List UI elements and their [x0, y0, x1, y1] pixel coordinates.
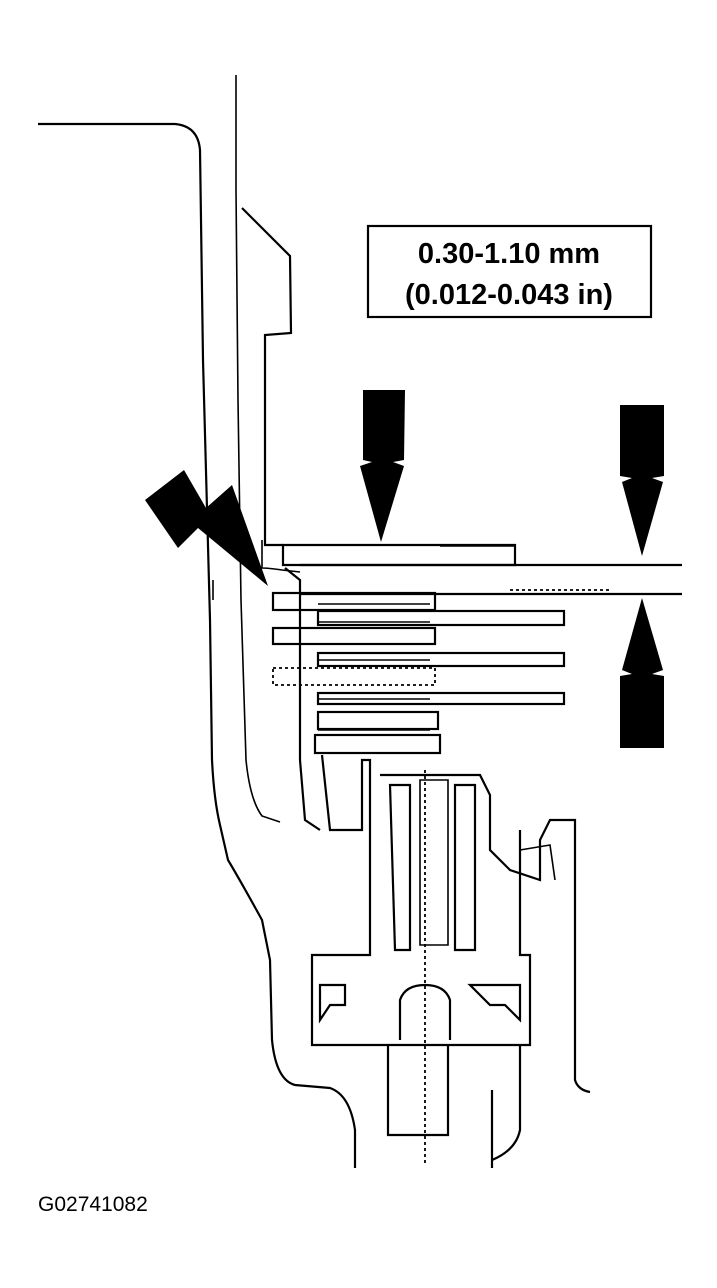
- snap-ring: [300, 563, 682, 596]
- housing-inner-profile: [241, 207, 321, 831]
- pressure-plate: [281, 543, 517, 567]
- spec-label-metric: 0.30-1.10 mm: [418, 238, 600, 270]
- figure-id: G02741082: [38, 1193, 148, 1216]
- housing-outer-wall: [38, 75, 357, 1168]
- clutch-plate-stack: [271, 591, 566, 755]
- clearance-spec-label: 0.30-1.10 mm (0.012-0.043 in): [366, 224, 653, 319]
- clearance-arrow-down: [620, 405, 664, 556]
- spec-label-box: [366, 224, 653, 319]
- center-down-arrow: [360, 390, 405, 542]
- spec-label-imperial: (0.012-0.043 in): [405, 279, 613, 311]
- angled-pointer-arrow: [145, 470, 268, 586]
- piston-hub-assembly: [310, 754, 591, 1168]
- clearance-arrow-up: [620, 598, 664, 748]
